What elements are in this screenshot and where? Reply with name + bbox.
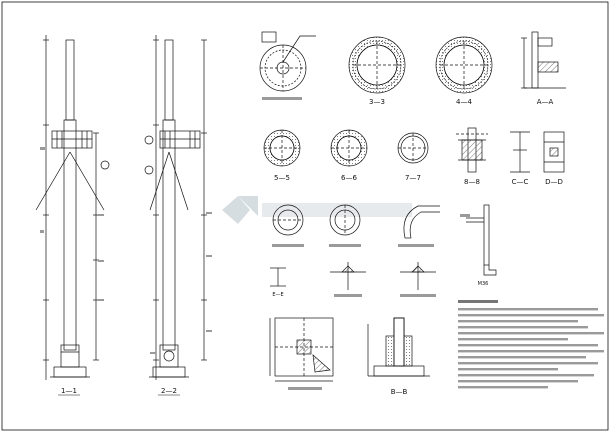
foundation-section [367, 317, 430, 377]
guy-wires [35, 151, 105, 211]
watermark-logo [222, 196, 412, 224]
left-dimension-ticks [43, 39, 49, 361]
section-3-3 [348, 36, 406, 94]
section-6-6 [330, 129, 368, 167]
section-3-3-label: 3—3 [369, 98, 385, 106]
right-dimension-ticks [201, 39, 207, 361]
section-a-a-label: A—A [537, 98, 554, 106]
section-e-e-label: E—E [272, 292, 283, 298]
left-dimension-ticks [153, 39, 159, 361]
detail-circle-a [272, 204, 304, 236]
anchor-bolt-detail [466, 204, 497, 276]
guy-wires [149, 151, 189, 211]
detail-curved-rail [403, 205, 440, 239]
detail-curved-rail-caption [398, 244, 434, 247]
callout-marker [144, 165, 154, 175]
section-5-5 [263, 129, 301, 167]
section-c-c [510, 131, 530, 173]
section-4-4 [435, 36, 493, 94]
elevation-2-2-annotations [150, 212, 212, 354]
bolt-dimension-text [460, 214, 470, 217]
anchor-bolt-label: M36 [478, 281, 489, 287]
base-pedestal [50, 344, 90, 378]
detail-circle-b [329, 204, 361, 236]
section-8-8-label: 8—8 [464, 178, 480, 186]
callout-marker [144, 135, 154, 145]
section-8-8 [456, 127, 488, 173]
mast-lower [63, 119, 77, 351]
section-7-7 [397, 132, 429, 164]
elevation-1-1 [35, 35, 110, 380]
section-6-6-label: 6—6 [341, 174, 357, 182]
section-e-e [270, 267, 286, 287]
notes-block [458, 300, 604, 389]
weld-detail-b [400, 262, 436, 290]
top-cap-caption [262, 97, 302, 100]
section-4-4-label: 4—4 [456, 98, 472, 106]
foundation-plan-caption [288, 387, 322, 390]
foundation-section-label: B—B [391, 388, 408, 396]
section-a-a [521, 31, 566, 89]
section-d-d-label: D—D [545, 178, 563, 186]
platform-ring [51, 130, 93, 149]
elevation-1-1-annotations [40, 147, 104, 301]
detail-circle-a-caption [272, 244, 304, 247]
base-pedestal [149, 344, 189, 378]
elevation-2-2-label: 2—2 [161, 387, 177, 395]
section-c-c-label: C—C [512, 178, 529, 186]
section-d-d [543, 131, 565, 173]
elevation-2-2 [144, 35, 207, 380]
elevation-1-1-label: 1—1 [61, 387, 77, 395]
weld-detail-a-caption [334, 294, 362, 297]
section-5-5-label: 5—5 [274, 174, 290, 182]
detail-circle-b-caption [329, 244, 361, 247]
foundation-plan [269, 317, 334, 382]
top-cap-plan [259, 31, 316, 92]
weld-detail-b-caption [400, 294, 436, 297]
platform-ring [159, 130, 201, 149]
mast-lower [162, 119, 176, 351]
callout-marker [100, 160, 110, 170]
weld-detail-a [330, 262, 366, 290]
section-7-7-label: 7—7 [405, 174, 421, 182]
